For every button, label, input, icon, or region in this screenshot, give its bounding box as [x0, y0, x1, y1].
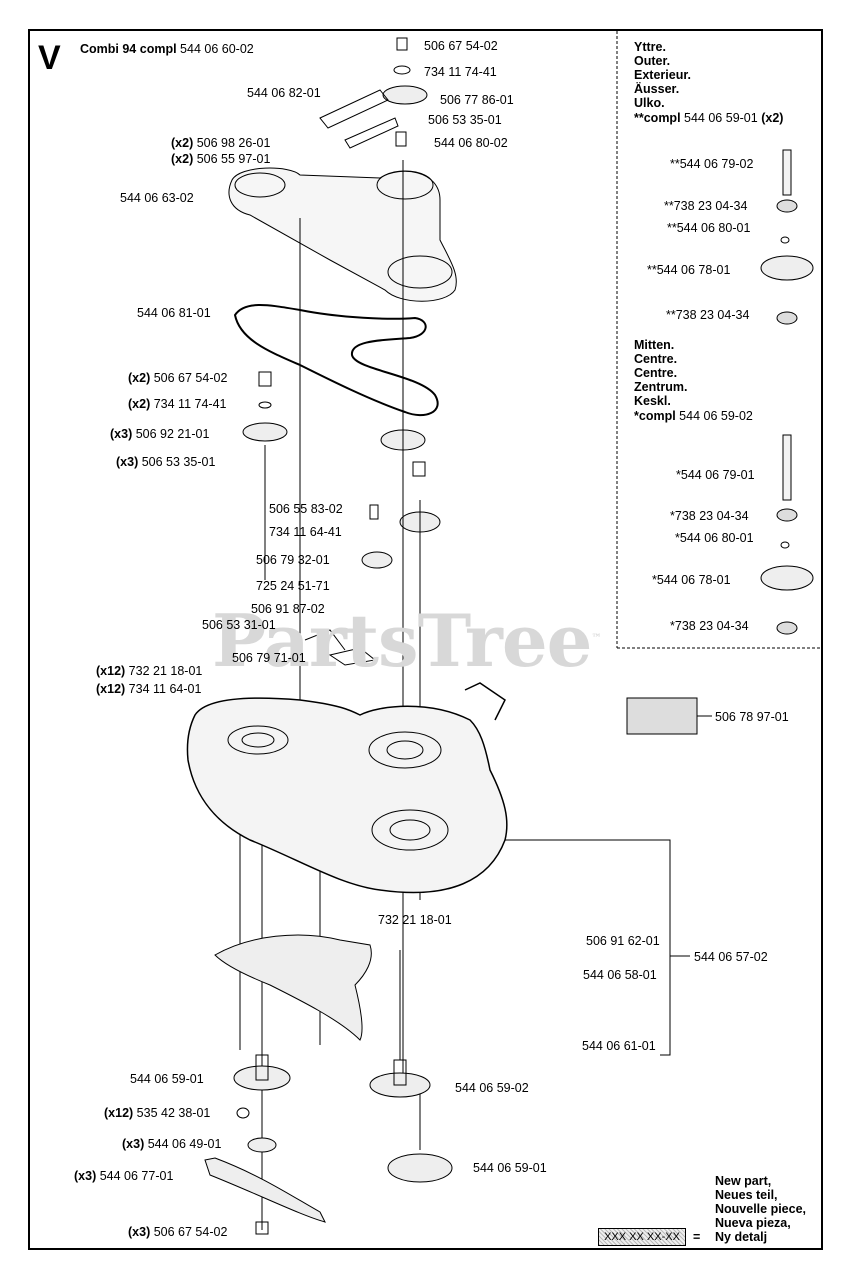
part-label[interactable]: 734 11 74-41	[424, 65, 497, 79]
part-label[interactable]: (x3) 544 06 49-01	[122, 1137, 222, 1151]
page-title: Combi 94 compl 544 06 60-02	[80, 42, 254, 56]
part-label[interactable]: 732 21 18-01	[378, 913, 452, 927]
part-label[interactable]: 506 91 87-02	[251, 602, 325, 616]
part-label[interactable]: (x2) 506 67 54-02	[128, 371, 228, 385]
section-letter: V	[38, 39, 61, 77]
part-label[interactable]: **738 23 04-34	[666, 308, 750, 322]
part-label[interactable]: **738 23 04-34	[664, 199, 748, 213]
watermark: PartsTree™	[212, 598, 601, 683]
part-label[interactable]: 506 79 71-01	[232, 651, 306, 665]
part-label[interactable]: 544 06 59-01	[130, 1072, 204, 1086]
part-label[interactable]: (x12) 732 21 18-01	[96, 664, 203, 678]
part-label[interactable]: 725 24 51-71	[256, 579, 330, 593]
part-label[interactable]: *544 06 78-01	[652, 573, 731, 587]
part-label[interactable]: *738 23 04-34	[670, 509, 749, 523]
part-label[interactable]: 544 06 81-01	[137, 306, 211, 320]
part-label[interactable]: 544 06 57-02	[694, 950, 768, 964]
part-label[interactable]: 506 91 62-01	[586, 934, 660, 948]
part-label[interactable]: 506 53 31-01	[202, 618, 276, 632]
part-label[interactable]: **544 06 78-01	[647, 263, 731, 277]
new-part-swatch: XXX XX XX-XX	[598, 1228, 686, 1246]
part-label[interactable]: (x12) 535 42 38-01	[104, 1106, 211, 1120]
part-label[interactable]: *544 06 79-01	[676, 468, 755, 482]
part-label[interactable]: (x12) 734 11 64-01	[96, 682, 202, 696]
part-label[interactable]: 506 77 86-01	[440, 93, 514, 107]
part-label[interactable]: 506 53 35-01	[428, 113, 502, 127]
part-label[interactable]: **544 06 80-01	[667, 221, 751, 235]
part-label[interactable]: (x3) 544 06 77-01	[74, 1169, 174, 1183]
legend-equals: =	[693, 1230, 701, 1244]
part-label[interactable]: (x2) 506 98 26-01	[171, 136, 271, 150]
part-label[interactable]: 544 06 61-01	[582, 1039, 656, 1053]
part-label[interactable]: 544 06 80-02	[434, 136, 508, 150]
part-label[interactable]: 506 67 54-02	[424, 39, 498, 53]
part-label[interactable]: 544 06 63-02	[120, 191, 194, 205]
part-label[interactable]: 506 78 97-01	[715, 710, 789, 724]
part-label[interactable]: 734 11 64-41	[269, 525, 342, 539]
part-label[interactable]: *738 23 04-34	[670, 619, 749, 633]
part-label[interactable]: 544 06 59-01	[473, 1161, 547, 1175]
part-label[interactable]: 506 79 32-01	[256, 553, 330, 567]
part-label[interactable]: 544 06 82-01	[247, 86, 321, 100]
part-label[interactable]: (x3) 506 53 35-01	[116, 455, 216, 469]
legend-text: New part, Neues teil, Nouvelle piece, Nu…	[715, 1174, 807, 1244]
outer-compl: **compl 544 06 59-01 (x2)	[634, 111, 784, 125]
outer-heading: Yttre. Outer. Exterieur. Äusser. Ulko.	[634, 40, 691, 110]
part-label[interactable]: (x3) 506 92 21-01	[110, 427, 210, 441]
part-label[interactable]: **544 06 79-02	[670, 157, 754, 171]
part-label[interactable]: 544 06 59-02	[455, 1081, 529, 1095]
part-label[interactable]: (x2) 734 11 74-41	[128, 397, 227, 411]
part-label[interactable]: 544 06 58-01	[583, 968, 657, 982]
diagram-frame	[28, 29, 823, 1250]
middle-compl: *compl 544 06 59-02	[634, 409, 753, 423]
part-label[interactable]: *544 06 80-01	[675, 531, 754, 545]
part-label[interactable]: (x2) 506 55 97-01	[171, 152, 271, 166]
middle-heading: Mitten. Centre. Centre. Zentrum. Keskl.	[634, 338, 688, 408]
part-label[interactable]: (x3) 506 67 54-02	[128, 1225, 228, 1239]
part-label[interactable]: 506 55 83-02	[269, 502, 343, 516]
